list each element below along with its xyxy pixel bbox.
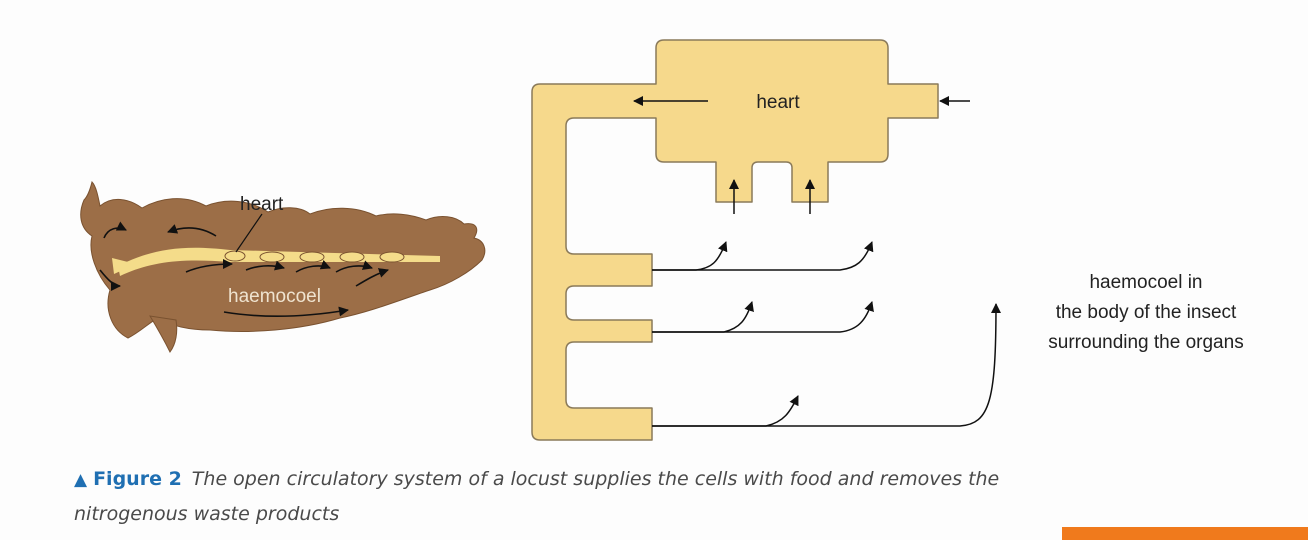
- haemocoel-note-line-2: the body of the insect: [1056, 302, 1237, 323]
- haemocoel-note: haemocoel in the body of the insect surr…: [1048, 272, 1243, 353]
- heart-leader-line: [235, 213, 263, 253]
- figure-caption-text: The open circulatory system of a locust …: [74, 468, 1000, 525]
- locust-illustration: heart haemocoel: [80, 181, 486, 353]
- haemocoel-note-line-3: surrounding the organs: [1048, 332, 1243, 353]
- figure-number: Figure 2: [93, 468, 182, 490]
- vessel-network: [531, 39, 939, 441]
- insect-heart-label: heart: [240, 194, 284, 215]
- haemocoel-note-line-1: haemocoel in: [1089, 272, 1202, 293]
- heart-chambers: [224, 250, 405, 263]
- schematic-heart-label: heart: [756, 92, 800, 113]
- insect-haemocoel-label: haemocoel: [228, 286, 321, 307]
- locust-flow-arrows: [99, 221, 389, 318]
- locust-leg: [149, 315, 178, 353]
- circulatory-schematic: heart haemocoel in the body of the insec…: [531, 39, 1244, 441]
- heart-tube-branch: [112, 258, 136, 274]
- caption-triangle-marker: ▲: [74, 470, 88, 490]
- accent-bar: [1062, 527, 1308, 540]
- schematic-flow-arrows: [633, 96, 1001, 427]
